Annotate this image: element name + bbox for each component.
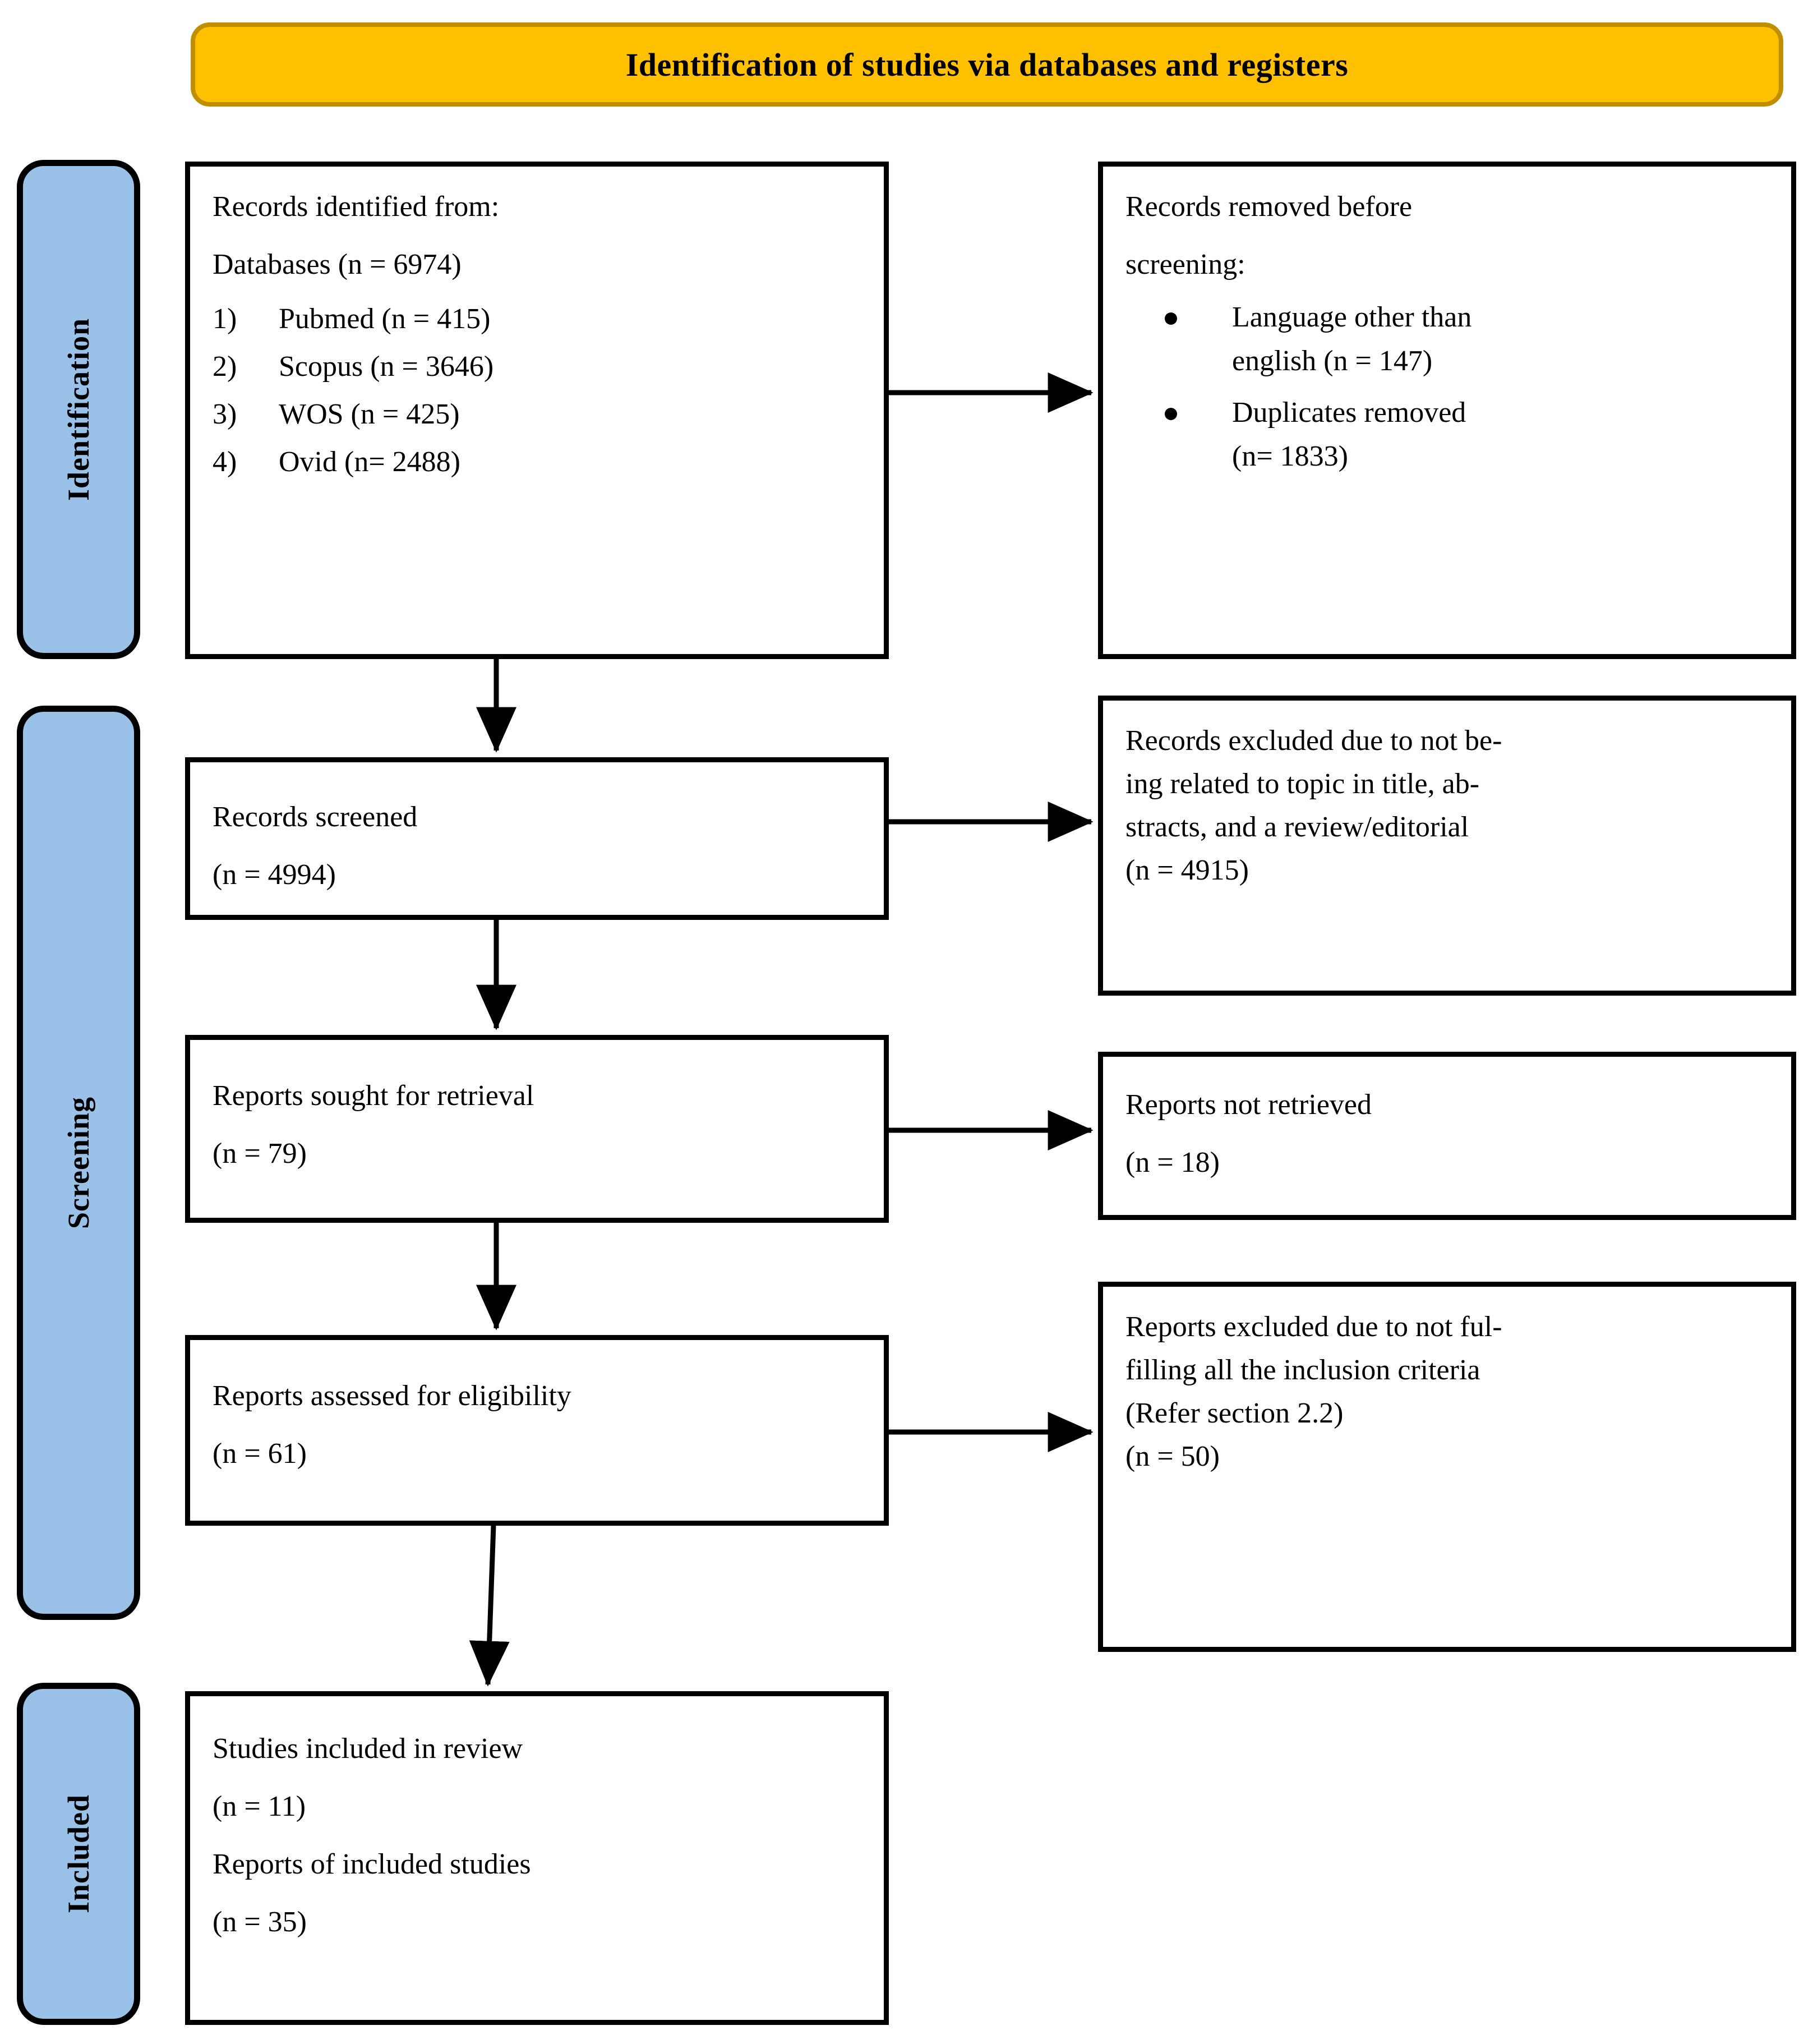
reports-excluded-line3: (Refer section 2.2)	[1125, 1397, 1344, 1429]
box-records-identified: Records identified from: Databases (n = …	[185, 162, 889, 659]
list-item: 1) Pubmed (n = 415)	[213, 297, 861, 341]
reports-excluded-line2: filling all the inclusion criteria	[1125, 1354, 1480, 1386]
records-identified-line1: Records identified from:	[213, 191, 500, 223]
records-identified-source-list: 1) Pubmed (n = 415) 2) Scopus (n = 3646)…	[213, 297, 861, 484]
stage-label-included-text: Included	[62, 1794, 95, 1914]
records-excluded-line2: ing related to topic in title, ab-	[1125, 767, 1480, 800]
box-records-excluded: Records excluded due to not be- ing rela…	[1098, 696, 1796, 996]
bullet-text-line2: english (n = 147)	[1232, 344, 1433, 377]
source-label: Ovid (n= 2488)	[279, 446, 460, 478]
box-reports-sought: Reports sought for retrieval (n = 79)	[185, 1035, 889, 1223]
source-number: 2)	[213, 350, 237, 383]
source-label: WOS (n = 425)	[279, 398, 460, 430]
records-removed-line2: screening:	[1125, 248, 1245, 280]
box-reports-excluded: Reports excluded due to not ful- filling…	[1098, 1282, 1796, 1652]
list-item: 2) Scopus (n = 3646)	[213, 344, 861, 389]
box-reports-assessed: Reports assessed for eligibility (n = 61…	[185, 1335, 889, 1526]
records-removed-bullet-list: Language other than english (n = 147) Du…	[1125, 296, 1769, 478]
reports-sought-line1: Reports sought for retrieval	[213, 1080, 534, 1112]
studies-included-line1: Studies included in review	[213, 1733, 523, 1765]
reports-excluded-line1: Reports excluded due to not ful-	[1125, 1311, 1502, 1343]
source-number: 3)	[213, 398, 237, 430]
stage-label-screening: Screening	[17, 706, 140, 1620]
box-records-screened: Records screened (n = 4994)	[185, 757, 889, 920]
reports-not-retrieved-line2: (n = 18)	[1125, 1146, 1220, 1178]
records-screened-line1: Records screened	[213, 801, 418, 833]
box-records-removed: Records removed before screening: Langua…	[1098, 162, 1796, 659]
reports-excluded-line4: (n = 50)	[1125, 1440, 1220, 1472]
diagram-title-banner: Identification of studies via databases …	[191, 22, 1783, 107]
reports-assessed-line2: (n = 61)	[213, 1437, 307, 1470]
bullet-text-line1: Duplicates removed	[1232, 396, 1466, 429]
list-item: 4) Ovid (n= 2488)	[213, 440, 861, 484]
list-item: Duplicates removed (n= 1833)	[1125, 391, 1769, 478]
bullet-text-line2: (n= 1833)	[1232, 440, 1348, 472]
records-excluded-line4: (n = 4915)	[1125, 854, 1249, 886]
stage-label-included: Included	[17, 1683, 140, 2025]
bullet-icon	[1165, 407, 1177, 420]
records-excluded-line1: Records excluded due to not be-	[1125, 725, 1502, 757]
bullet-text-line1: Language other than	[1232, 301, 1472, 333]
list-item: 3) WOS (n = 425)	[213, 392, 861, 436]
source-number: 1)	[213, 302, 237, 335]
reports-not-retrieved-line1: Reports not retrieved	[1125, 1089, 1372, 1121]
studies-included-line4: (n = 35)	[213, 1905, 307, 1938]
source-label: Scopus (n = 3646)	[279, 350, 494, 383]
records-identified-line2: Databases (n = 6974)	[213, 248, 462, 280]
studies-included-line2: (n = 11)	[213, 1790, 306, 1822]
reports-assessed-line1: Reports assessed for eligibility	[213, 1380, 571, 1412]
bullet-icon	[1165, 312, 1177, 325]
stage-label-screening-text: Screening	[62, 1097, 95, 1229]
arrow-assessed-to-studies-included	[469, 1525, 510, 1687]
records-screened-line2: (n = 4994)	[213, 858, 336, 891]
records-removed-line1: Records removed before	[1125, 191, 1413, 223]
source-number: 4)	[213, 446, 237, 478]
diagram-title: Identification of studies via databases …	[625, 46, 1349, 83]
stage-label-identification: Identification	[17, 160, 140, 659]
reports-sought-line2: (n = 79)	[213, 1137, 307, 1170]
box-studies-included: Studies included in review (n = 11) Repo…	[185, 1691, 889, 2025]
studies-included-line3: Reports of included studies	[213, 1848, 531, 1880]
source-label: Pubmed (n = 415)	[279, 302, 491, 335]
stage-label-identification-text: Identification	[62, 317, 96, 501]
box-reports-not-retrieved: Reports not retrieved (n = 18)	[1098, 1052, 1796, 1220]
list-item: Language other than english (n = 147)	[1125, 296, 1769, 383]
records-excluded-line3: stracts, and a review/editorial	[1125, 811, 1469, 843]
